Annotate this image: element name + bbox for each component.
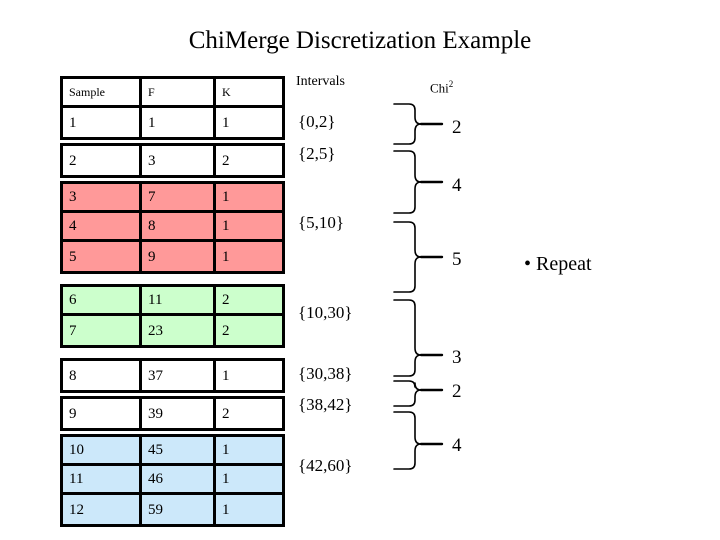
table-cell: 9: [142, 242, 216, 271]
table-cell: 23: [142, 316, 216, 345]
table-cell: 6: [63, 287, 142, 313]
table-cell: 9: [63, 399, 142, 428]
table-cell: 2: [63, 146, 142, 175]
table-cell: 1: [63, 108, 142, 137]
table-cell: 1: [222, 114, 230, 131]
table-cell: 5: [63, 242, 142, 271]
column-header-sample: Sample: [63, 79, 142, 105]
table-cell: 45: [142, 437, 216, 463]
chi2-header-text: Chi: [430, 80, 449, 96]
table-cell: 11: [63, 466, 142, 492]
interval-label: {42,60}: [298, 456, 353, 475]
table-cell: 1: [222, 218, 230, 234]
table-cell: 2: [222, 322, 230, 339]
column-header-f: F: [142, 79, 216, 105]
interval-label: {38,42}: [298, 395, 353, 414]
chi2-value: 2: [452, 117, 462, 138]
table-cell: 8: [142, 213, 216, 239]
page-title: ChiMerge Discretization Example: [188, 27, 532, 54]
brace-5: [393, 380, 422, 407]
brace-4: [393, 299, 422, 377]
row-group-separator: [60, 348, 285, 358]
interval-label: {2,5}: [298, 144, 336, 163]
brace-1: [393, 103, 422, 145]
chi2-value: 2: [452, 381, 462, 402]
table-cell: 8: [63, 361, 142, 390]
column-header-k: K: [222, 85, 231, 99]
table-cell: 1: [222, 471, 230, 487]
table-cell: 7: [142, 184, 216, 210]
table-cell: 2: [222, 405, 230, 422]
table-cell: 1: [222, 367, 230, 384]
brace-3: [393, 221, 422, 293]
row-group-separator: [60, 274, 285, 284]
table-cell: 37: [142, 361, 216, 390]
intervals-column-header: Intervals: [296, 74, 345, 89]
interval-label: {10,30}: [298, 303, 353, 322]
chi2-header-superscript: 2: [448, 79, 454, 89]
interval-label: {0,2}: [298, 112, 336, 131]
table-cell: 10: [63, 437, 142, 463]
repeat-note: • Repeat: [524, 253, 592, 275]
table-cell: 1: [222, 501, 230, 518]
table-cell: 46: [142, 466, 216, 492]
table-cell: 1: [222, 248, 230, 265]
brace-2: [393, 150, 422, 214]
table-cell: 12: [63, 495, 142, 524]
chi2-column-header: Chi2: [430, 79, 453, 96]
table-cell: 1: [222, 442, 230, 458]
brace-6: [393, 411, 422, 470]
table-cell: 39: [142, 399, 216, 428]
interval-label: {5,10}: [298, 213, 345, 232]
chi2-value: 5: [452, 249, 462, 270]
table-cell: 1: [142, 108, 216, 137]
chi2-value: 4: [452, 435, 462, 456]
table-cell: 2: [222, 292, 230, 308]
interval-label: {30,38}: [298, 364, 353, 383]
table-cell: 4: [63, 213, 142, 239]
table-cell: 3: [142, 146, 216, 175]
chi2-value: 4: [452, 175, 462, 196]
table-cell: 7: [63, 316, 142, 345]
table-cell: 11: [142, 287, 216, 313]
chi2-value: 3: [452, 347, 462, 368]
table-cell: 59: [142, 495, 216, 524]
table-cell: 3: [63, 184, 142, 210]
table-cell: 1: [222, 189, 230, 205]
table-cell: 2: [222, 152, 230, 169]
